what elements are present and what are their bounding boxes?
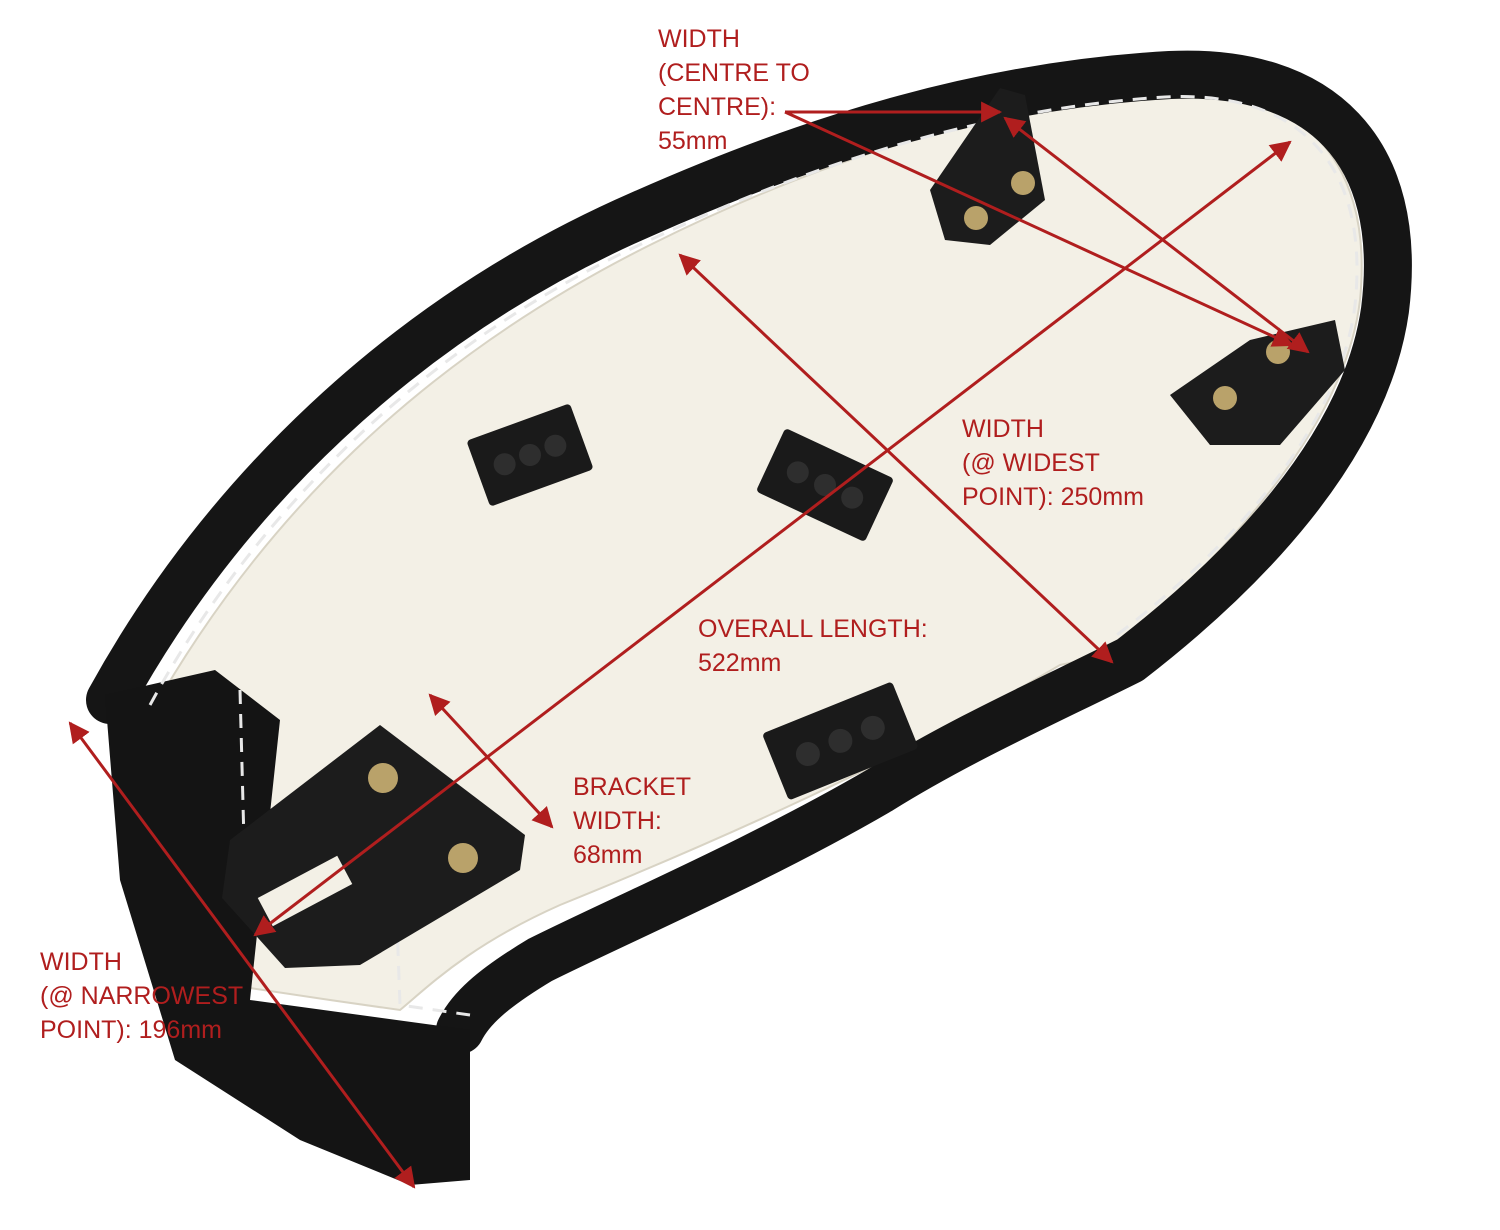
label-line: POINT): 196mm xyxy=(40,1016,222,1044)
front-bracket-nut-a xyxy=(368,763,398,793)
arrow-narrowest-width xyxy=(68,721,416,1189)
label-overall-length: OVERALL LENGTH: 522mm xyxy=(698,612,928,680)
label-bracket-width: BRACKET WIDTH: 68mm xyxy=(573,770,691,872)
label-line: CENTRE): xyxy=(658,93,777,121)
label-line: 522mm xyxy=(698,649,782,677)
rear-left-nut-a xyxy=(1011,171,1035,195)
label-line: WIDTH xyxy=(658,25,740,53)
rear-right-nut-b xyxy=(1213,386,1237,410)
label-line: 55mm xyxy=(658,127,728,155)
rear-left-nut-b xyxy=(964,206,988,230)
measurement-arrows xyxy=(68,101,1310,1189)
label-line: WIDTH xyxy=(40,948,122,976)
label-line: (@ WIDEST xyxy=(962,449,1100,477)
label-centre-to-centre-width: WIDTH (CENTRE TO CENTRE): 55mm xyxy=(658,22,810,158)
label-line: OVERALL LENGTH: xyxy=(698,615,928,643)
arrow-overall-length xyxy=(253,140,1292,937)
label-line: (CENTRE TO xyxy=(658,59,810,87)
front-bracket-nut-b xyxy=(448,843,478,873)
label-line: POINT): 250mm xyxy=(962,483,1144,511)
label-line: (@ NARROWEST xyxy=(40,982,244,1010)
label-line: 68mm xyxy=(573,841,643,869)
label-line: WIDTH xyxy=(962,415,1044,443)
label-line: WIDTH: xyxy=(573,807,662,835)
label-widest-width: WIDTH (@ WIDEST POINT): 250mm xyxy=(962,412,1144,514)
arrow-bracket-width xyxy=(428,693,554,829)
label-line: BRACKET xyxy=(573,773,692,801)
label-narrowest-width: WIDTH (@ NARROWEST POINT): 196mm xyxy=(40,945,243,1047)
